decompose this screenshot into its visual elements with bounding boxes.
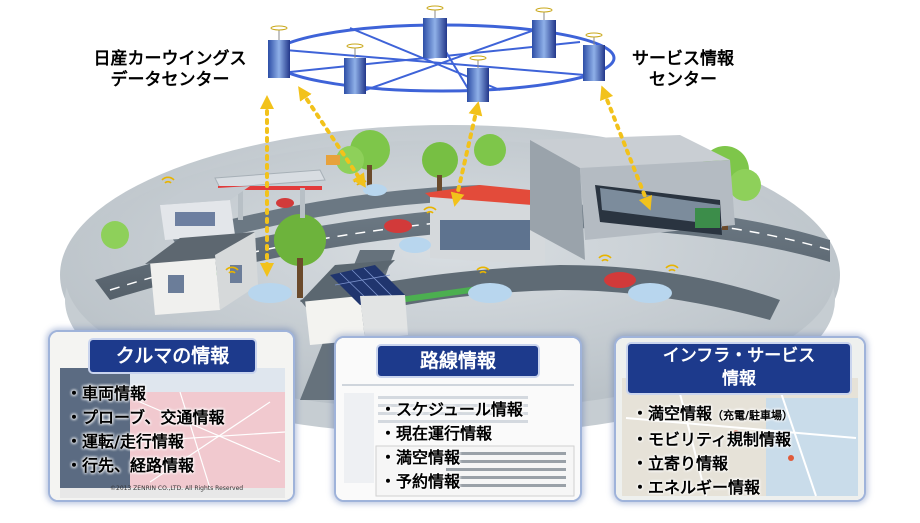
datacenter-label-line2: データセンター [110, 70, 230, 90]
panel-infra-title: インフラ・サービス 情報 [628, 344, 850, 393]
list-item: ・満空情報 [380, 448, 461, 467]
panel-route-title: 路線情報 [378, 346, 538, 376]
house-left [145, 232, 258, 315]
list-item: ・車両情報 [66, 384, 147, 403]
parking-note: （充電/駐車場） [712, 409, 794, 422]
panel-infra-title-line1: インフラ・サービス [662, 346, 816, 366]
service-center-label-line2: センター [649, 70, 717, 90]
list-item: ・運転/走行情報 [66, 432, 184, 451]
service-center-label: サービス情報 センター [608, 49, 758, 91]
list-item: ・モビリティ規制情報 [632, 430, 792, 449]
panel-vehicle-copyright: ©2013 ZENRIN CO.,LTD. All Rights Reserve… [110, 485, 244, 492]
panel-vehicle-title: クルマの情報 [90, 340, 255, 372]
panel-vehicle-info: ©2013 ZENRIN CO.,LTD. All Rights Reserve… [48, 330, 295, 502]
office-building-left [160, 186, 250, 240]
list-item: ・立寄り情報 [632, 454, 729, 473]
data-towers [268, 5, 605, 102]
list-item: ・エネルギー情報 [632, 478, 761, 497]
datacenter-label: 日産カーウイングス データセンター [80, 49, 260, 91]
panel-infra-list: ・満空情報（充電/駐車場） ・モビリティ規制情報 ・立寄り情報 ・エネルギー情報 [630, 402, 793, 500]
datacenter-label-line1: 日産カーウイングス [93, 49, 247, 69]
solar-house [300, 260, 408, 345]
panel-route-info: 路線情報 ・スケジュール情報 ・現在運行情報 ・満空情報 ・予約情報 [334, 336, 582, 502]
panel-route-list: ・スケジュール情報 ・現在運行情報 ・満空情報 ・予約情報 [378, 398, 523, 494]
panel-infra-info: インフラ・サービス 情報 ・満空情報（充電/駐車場） ・モビリティ規制情報 ・立… [614, 336, 866, 502]
panel-vehicle-list: ・車両情報 ・プローブ、交通情報 ・運転/走行情報 ・行先、経路情報 [64, 382, 225, 478]
cars [248, 184, 672, 303]
shop-building [425, 185, 550, 265]
list-item: ・満空情報（充電/駐車場） [632, 404, 794, 423]
service-center-label-line1: サービス情報 [632, 49, 734, 69]
list-item: ・行先、経路情報 [66, 456, 195, 475]
list-item: ・現在運行情報 [380, 424, 493, 443]
list-item: ・プローブ、交通情報 [66, 408, 225, 427]
list-item: ・予約情報 [380, 472, 461, 491]
data-flow-arrows [260, 85, 652, 277]
list-item: ・スケジュール情報 [380, 400, 523, 419]
panel-infra-title-line2: 情報 [722, 369, 756, 389]
